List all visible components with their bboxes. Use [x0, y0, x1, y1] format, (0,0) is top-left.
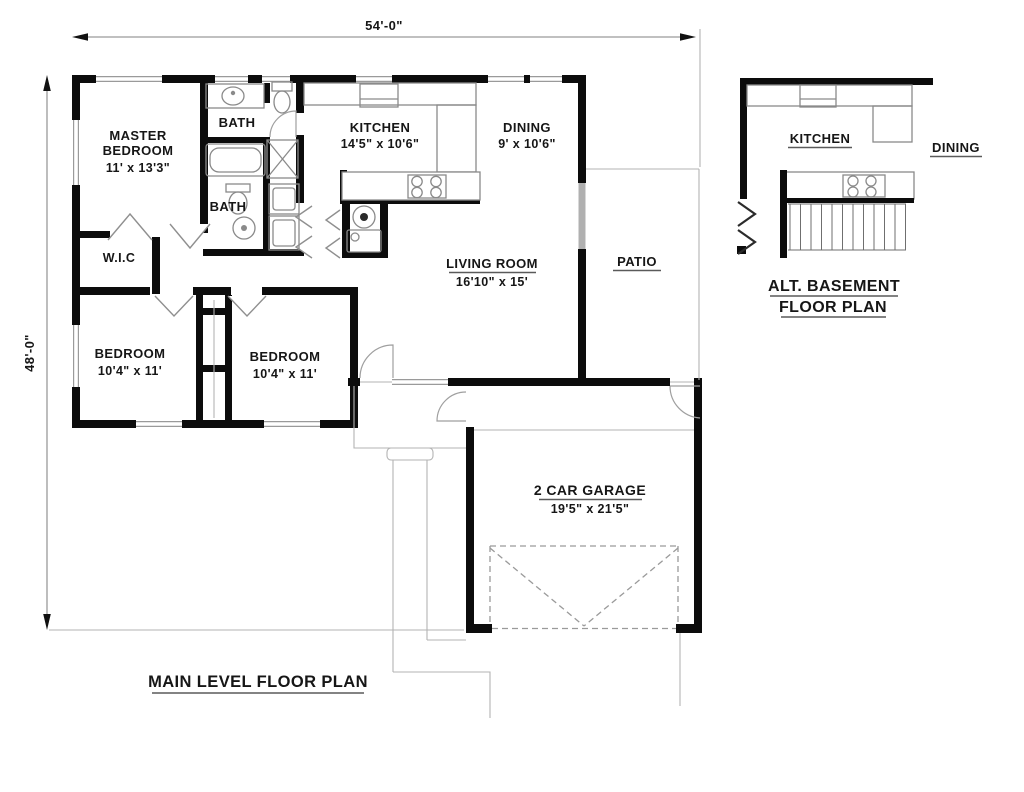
room-size-garage: 19'5" x 21'5" — [551, 502, 630, 516]
toilet-tank — [271, 81, 293, 92]
basement-plan — [737, 78, 933, 258]
room-label-bedroom1: BEDROOM — [95, 346, 166, 361]
room-size-living: 16'10" x 15' — [456, 275, 528, 289]
room-size-kitchen: 14'5" x 10'6" — [341, 137, 420, 151]
toilet-icon — [273, 90, 291, 114]
basement-plan-title-2: FLOOR PLAN — [779, 299, 887, 316]
left-dimension-label: 48'-0" — [22, 334, 37, 372]
main-plan-walls — [72, 75, 702, 633]
cooktop-icon — [842, 174, 886, 198]
room-size-bedroom2: 10'4" x 11' — [253, 367, 317, 381]
dryer-icon — [268, 215, 300, 251]
range-icon — [359, 83, 399, 108]
room-label-master-2: BEDROOM — [103, 143, 174, 158]
dimension-lines — [43, 29, 701, 631]
toilet-tank — [225, 183, 251, 193]
kitchen-fixtures — [359, 83, 447, 199]
room-size-dining: 9' x 10'6" — [498, 137, 556, 151]
sink-icon — [221, 86, 245, 106]
vanity — [205, 83, 265, 109]
room-size-master: 11' x 13'3" — [106, 161, 170, 175]
basement-dining-label: DINING — [932, 140, 980, 155]
room-label-master-1: MASTER — [109, 128, 166, 143]
bath-fixtures — [205, 81, 382, 253]
patio-sliding-door — [578, 183, 586, 249]
water-heater-icon — [352, 205, 376, 229]
room-label-bedroom2: BEDROOM — [250, 349, 321, 364]
room-label-kitchen: KITCHEN — [350, 120, 411, 135]
laundry-tub-icon — [346, 229, 382, 253]
room-label-wic: W.I.C — [103, 251, 136, 265]
room-label-living: LIVING ROOM — [446, 256, 538, 271]
sink-icon — [232, 216, 256, 240]
room-size-bedroom1: 10'4" x 11' — [98, 364, 162, 378]
room-label-bath2: BATH — [210, 199, 247, 214]
shower-icon — [266, 139, 299, 179]
room-label-dining: DINING — [503, 120, 551, 135]
toilet-icon — [228, 191, 248, 215]
labels: 54'-0" 48'-0" MASTER BEDROOM 11' x 13'3"… — [22, 18, 982, 694]
bathtub-icon — [205, 143, 266, 177]
basement-plan-title-1: ALT. BASEMENT — [768, 278, 900, 295]
room-label-garage: 2 CAR GARAGE — [534, 482, 646, 498]
kitchen-counters — [303, 82, 481, 201]
range-icon — [799, 84, 837, 108]
room-label-bath1: BATH — [219, 115, 256, 130]
site-lines — [353, 168, 700, 718]
stair-icon — [788, 203, 906, 251]
cooktop-icon — [407, 174, 447, 199]
room-label-patio: PATIO — [617, 254, 657, 269]
top-dimension-label: 54'-0" — [365, 18, 403, 33]
washer-icon — [268, 183, 300, 215]
door-swings — [107, 110, 701, 422]
basement-kitchen-label: KITCHEN — [790, 131, 851, 146]
main-plan-title: MAIN LEVEL FLOOR PLAN — [148, 673, 368, 691]
